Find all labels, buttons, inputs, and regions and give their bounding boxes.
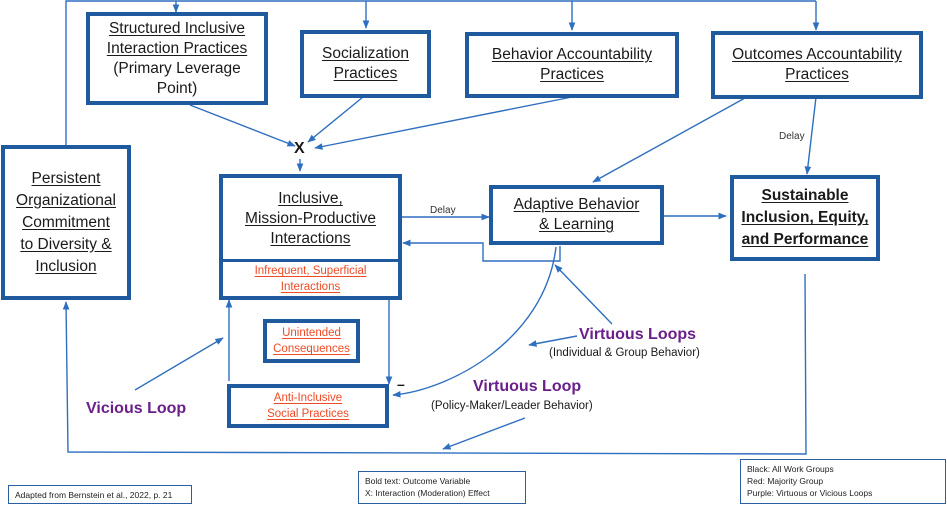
arrow-outcomes-to-adaptive	[592, 97, 746, 183]
source-citation-box: Adapted from Bernstein et al., 2022, p. …	[8, 485, 192, 504]
legend-line: X: Interaction (Moderation) Effect	[365, 488, 490, 498]
node-text: Interaction Practices	[106, 39, 248, 57]
node-text: Socialization	[321, 45, 410, 62]
node-text: Unintended	[282, 327, 341, 339]
node-text: Mission-Productive	[245, 209, 376, 227]
node-text: Infrequent, Superficial	[254, 265, 367, 277]
node-inclusive-interactions: Inclusive, Mission-Productive Interactio…	[219, 174, 402, 262]
node-anti-inclusive-practices: Anti-Inclusive Social Practices	[227, 384, 389, 428]
node-text: Inclusive,	[278, 189, 343, 207]
arrow-virtuous-loops-to-adaptive	[554, 264, 613, 325]
virtuous-loops-sublabel: (Individual & Group Behavior)	[549, 347, 700, 359]
node-text: Inclusion	[35, 257, 97, 275]
virtuous-loop-label: Virtuous Loop	[473, 378, 582, 395]
notation-legend-box: Bold text: Outcome Variable X: Interacti…	[358, 471, 526, 504]
negative-polarity-sign: –	[397, 376, 405, 392]
node-adaptive-behavior: Adaptive Behavior & Learning	[489, 185, 664, 245]
node-text: Practices	[333, 65, 398, 82]
bottom-feedback-frame	[62, 273, 807, 455]
node-text: Outcomes Accountability	[732, 46, 902, 63]
legend-line: Red: Majority Group	[747, 476, 824, 486]
node-text: Interactions	[280, 281, 341, 293]
node-text: Structured Inclusive	[108, 19, 246, 37]
arrow-virtuous-loop-to-bottom	[442, 417, 526, 450]
legend-line: Bold text: Outcome Variable	[365, 476, 471, 486]
node-behavior-accountability: Behavior Accountability Practices	[465, 32, 679, 98]
node-text: Inclusion, Equity,	[741, 209, 869, 226]
node-outcomes-accountability: Outcomes Accountability Practices	[711, 31, 923, 99]
node-sustainable-outcome: Sustainable Inclusion, Equity, and Perfo…	[730, 175, 880, 261]
node-text: & Learning	[539, 216, 614, 233]
arrow-virtuous-loops-to-curve	[528, 335, 578, 347]
vicious-loop-label: Vicious Loop	[86, 400, 187, 417]
virtuous-loop-sublabel: (Policy-Maker/Leader Behavior)	[431, 400, 593, 412]
node-text: (Primary Leverage	[113, 59, 241, 77]
arrow-outcomes-delay-to-sustainable	[804, 96, 817, 175]
arrow-adaptive-back-to-inclusive	[402, 239, 561, 262]
node-text: Practices	[540, 66, 604, 83]
node-text: Organizational	[16, 191, 116, 209]
source-citation-text: Adapted from Bernstein et al., 2022, p. …	[15, 490, 173, 500]
node-text: Consequences	[273, 343, 350, 355]
node-text: Anti-Inclusive	[273, 392, 343, 404]
node-infrequent-interactions: Infrequent, Superficial Interactions	[219, 260, 402, 300]
node-structured-inclusive-practices: Structured Inclusive Interaction Practic…	[86, 12, 268, 105]
legend-line: Purple: Virtuous or Vicious Loops	[747, 488, 873, 498]
node-text: Adaptive Behavior	[513, 196, 640, 213]
delay-label-inclusive-adaptive: Delay	[430, 205, 456, 216]
color-legend-box: Black: All Work Groups Red: Majority Gro…	[740, 459, 946, 504]
arrow-structured-to-x	[189, 104, 296, 147]
node-socialization-practices: Socialization Practices	[300, 30, 431, 98]
node-text: Interactions	[270, 229, 351, 247]
node-text: Behavior Accountability	[491, 46, 653, 63]
node-text: and Performance	[741, 231, 869, 248]
node-text: Practices	[785, 66, 849, 83]
node-text: Sustainable	[761, 187, 849, 204]
node-text: to Diversity &	[20, 235, 112, 253]
virtuous-loops-label: Virtuous Loops	[579, 326, 697, 343]
arrow-socialization-to-x	[307, 96, 364, 143]
node-persistent-commitment: Persistent Organizational Commitment to …	[1, 145, 131, 300]
node-text: Commitment	[22, 213, 110, 231]
node-text: Persistent	[31, 169, 101, 187]
arrow-behavior-to-x	[314, 96, 573, 150]
arrow-vicious-label	[134, 337, 224, 391]
legend-line: Black: All Work Groups	[747, 464, 834, 474]
virtuous-curve-adaptive-to-anti	[392, 246, 557, 398]
moderation-x-label: X	[294, 140, 305, 157]
commitment-top-frame	[65, 0, 816, 148]
delay-label-outcomes-sustainable: Delay	[779, 131, 805, 142]
node-text: Social Practices	[267, 408, 349, 420]
node-text: Point)	[156, 79, 198, 97]
node-unintended-consequences: Unintended Consequences	[263, 319, 360, 363]
